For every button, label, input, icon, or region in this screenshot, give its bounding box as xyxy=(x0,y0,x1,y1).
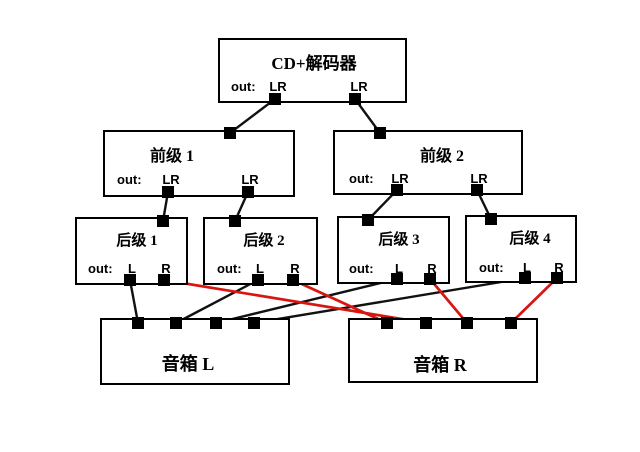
poweramp-4-port-label-r: R xyxy=(554,260,564,275)
poweramp-4-title: 后级 4 xyxy=(509,231,551,247)
poweramp-2-port-label-l: L xyxy=(256,261,264,276)
cd-decoder-box: CD+解码器 out: LR LR xyxy=(218,38,407,103)
poweramp-1-title: 后级 1 xyxy=(116,233,158,249)
terminal-spkr-t2 xyxy=(420,317,432,329)
terminal-post3-out-l xyxy=(391,273,403,285)
preamp-1-out-label: out: xyxy=(117,172,142,187)
wire-post3-out-l-to-spkl-t3 xyxy=(215,277,398,325)
terminal-spkl-t4 xyxy=(248,317,260,329)
speaker-r-title: 音箱 R xyxy=(413,355,467,375)
wire-post4-out-r-to-spkr-t4 xyxy=(510,277,558,324)
terminal-spkr-t1 xyxy=(381,317,393,329)
terminal-pre1-out-1 xyxy=(162,186,174,198)
terminal-cd-out-l xyxy=(269,93,281,105)
terminal-spkr-t4 xyxy=(505,317,517,329)
poweramp-2-title: 后级 2 xyxy=(243,233,285,249)
poweramp-4-out-label: out: xyxy=(479,260,504,275)
poweramp-3-port-label-l: L xyxy=(395,261,403,276)
terminal-post3-in xyxy=(362,214,374,226)
preamp-1-title: 前级 1 xyxy=(149,148,195,165)
terminal-pre2-in xyxy=(374,127,386,139)
terminal-spkr-t3 xyxy=(461,317,473,329)
poweramp-2-box: 后级 2 out: L R xyxy=(203,217,318,285)
terminal-spkl-t3 xyxy=(210,317,222,329)
poweramp-2-port-label-r: R xyxy=(290,261,300,276)
terminal-spkl-t2 xyxy=(170,317,182,329)
preamp-1-port-label-lr-2: LR xyxy=(241,172,259,187)
terminal-post3-out-r xyxy=(424,273,436,285)
terminal-post1-out-l xyxy=(124,274,136,286)
speaker-l-box: 音箱 L xyxy=(100,318,290,385)
preamp-2-port-label-lr-1: LR xyxy=(391,171,409,186)
preamp-1-box: 前级 1 out: LR LR xyxy=(103,130,295,197)
poweramp-1-out-label: out: xyxy=(88,261,113,276)
preamp-1-port-label-lr-1: LR xyxy=(162,172,180,187)
terminal-post2-out-r xyxy=(287,274,299,286)
poweramp-1-port-label-r: R xyxy=(161,261,171,276)
terminal-spkl-t1 xyxy=(132,317,144,329)
terminal-post1-out-r xyxy=(158,274,170,286)
terminal-pre1-out-2 xyxy=(242,186,254,198)
cd-port-label-lr-1: LR xyxy=(269,79,287,94)
cd-port-label-lr-2: LR xyxy=(350,79,368,94)
poweramp-1-port-label-l: L xyxy=(128,261,136,276)
terminal-cd-out-r xyxy=(349,93,361,105)
terminal-post1-in xyxy=(157,215,169,227)
preamp-2-port-label-lr-2: LR xyxy=(470,171,488,186)
terminal-pre2-out-1 xyxy=(391,184,403,196)
poweramp-2-out-label: out: xyxy=(217,261,242,276)
poweramp-4-box: 后级 4 out: L R xyxy=(465,215,577,283)
cd-out-label: out: xyxy=(231,79,256,94)
poweramp-3-port-label-r: R xyxy=(427,261,437,276)
poweramp-4-port-label-l: L xyxy=(523,260,531,275)
preamp-2-out-label: out: xyxy=(349,171,374,186)
terminal-post4-out-r xyxy=(551,272,563,284)
terminal-post4-in xyxy=(485,213,497,225)
poweramp-3-title: 后级 3 xyxy=(378,232,420,248)
wire-post2-out-r-to-spkr-t1 xyxy=(292,278,388,325)
speaker-l-title: 音箱 L xyxy=(161,354,215,374)
cd-decoder-title: CD+解码器 xyxy=(271,54,357,73)
poweramp-1-box: 后级 1 out: L R xyxy=(75,217,188,285)
terminal-post2-in xyxy=(229,215,241,227)
terminal-pre1-in xyxy=(224,127,236,139)
terminal-post2-out-l xyxy=(252,274,264,286)
terminal-post4-out-l xyxy=(519,272,531,284)
preamp-2-title: 前级 2 xyxy=(419,148,465,165)
terminal-pre2-out-2 xyxy=(471,184,483,196)
preamp-2-box: 前级 2 out: LR LR xyxy=(333,130,523,195)
poweramp-3-out-label: out: xyxy=(349,261,374,276)
